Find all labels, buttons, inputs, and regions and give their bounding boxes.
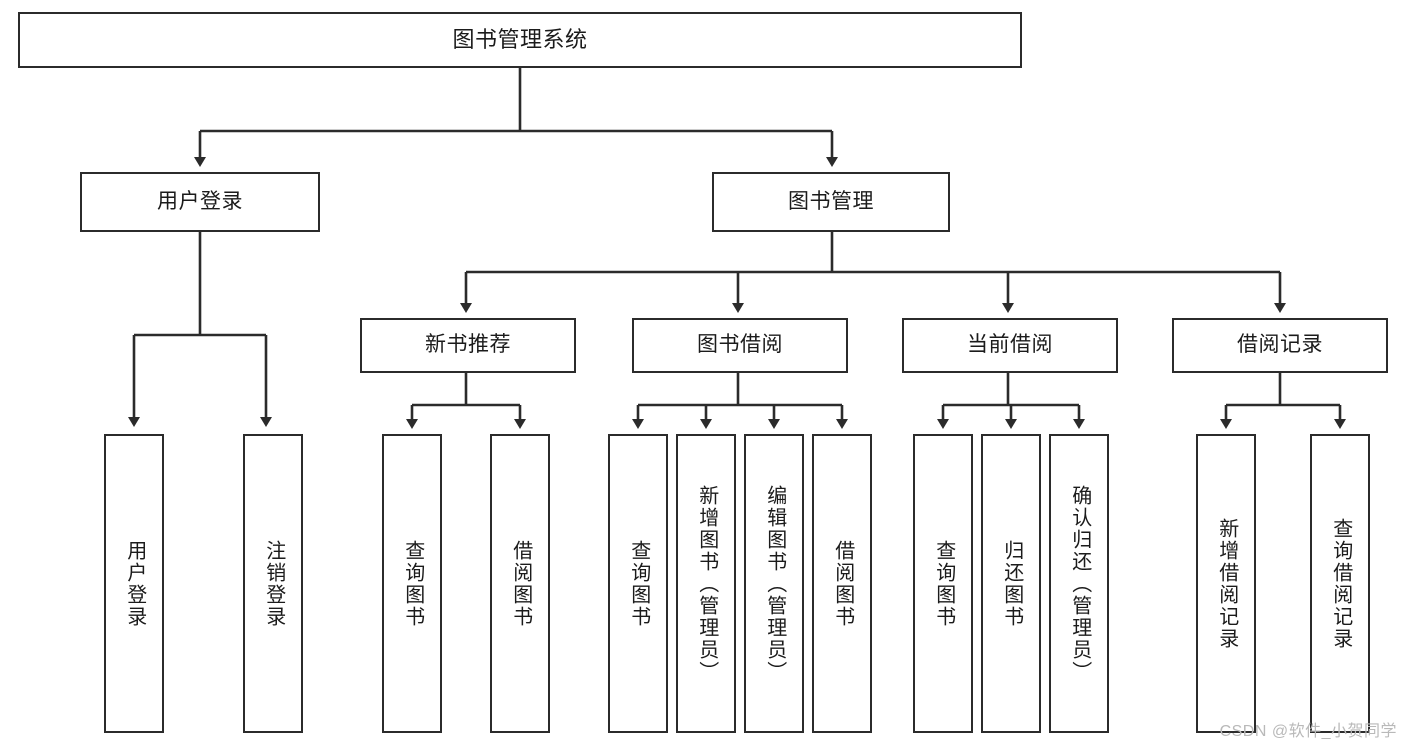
leaf-book-borrow-add[interactable]: 新增图书（管理员） [676,434,736,733]
node-user-login[interactable]: 用户登录 [80,172,320,232]
node-label: 新书推荐 [425,333,511,357]
node-label: 查询图书 [401,539,424,628]
leaf-user-login-logout[interactable]: 注销登录 [243,434,303,733]
node-book-borrow[interactable]: 图书借阅 [632,318,848,373]
node-label: 图书管理 [788,189,874,213]
node-current-borrow[interactable]: 当前借阅 [902,318,1118,373]
node-label: 确认归还（管理员） [1068,484,1091,683]
node-label: 新增图书（管理员） [695,484,718,683]
csdn-watermark: CSDN @软件_小贺同学 [1219,723,1397,740]
node-label: 查询图书 [932,539,955,628]
node-label: 用户登录 [123,539,146,628]
leaf-user-login-login[interactable]: 用户登录 [104,434,164,733]
leaf-current-borrow-confirm-return[interactable]: 确认归还（管理员） [1049,434,1109,733]
node-new-book-recommend[interactable]: 新书推荐 [360,318,576,373]
node-book-management[interactable]: 图书管理 [712,172,950,232]
leaf-current-borrow-query[interactable]: 查询图书 [913,434,973,733]
node-label: 用户登录 [157,189,243,213]
leaf-new-book-borrow[interactable]: 借阅图书 [490,434,550,733]
leaf-book-borrow-lend[interactable]: 借阅图书 [812,434,872,733]
node-label: 借阅图书 [831,539,854,628]
leaf-book-borrow-edit[interactable]: 编辑图书（管理员） [744,434,804,733]
node-label: 编辑图书（管理员） [763,484,786,683]
node-label: 借阅图书 [509,539,532,628]
leaf-current-borrow-return[interactable]: 归还图书 [981,434,1041,733]
leaf-borrow-record-add[interactable]: 新增借阅记录 [1196,434,1256,733]
node-borrow-records[interactable]: 借阅记录 [1172,318,1388,373]
node-label: 借阅记录 [1237,333,1323,357]
leaf-new-book-query[interactable]: 查询图书 [382,434,442,733]
leaf-borrow-record-query[interactable]: 查询借阅记录 [1310,434,1370,733]
node-label: 图书借阅 [697,333,783,357]
node-label: 新增借阅记录 [1215,517,1238,650]
leaf-book-borrow-query[interactable]: 查询图书 [608,434,668,733]
node-label: 归还图书 [1000,539,1023,628]
node-label: 查询借阅记录 [1329,517,1352,650]
node-label: 图书管理系统 [452,27,588,53]
node-root-system[interactable]: 图书管理系统 [18,12,1022,68]
node-label: 当前借阅 [967,333,1053,357]
node-label: 注销登录 [262,539,285,628]
node-label: 查询图书 [627,539,650,628]
